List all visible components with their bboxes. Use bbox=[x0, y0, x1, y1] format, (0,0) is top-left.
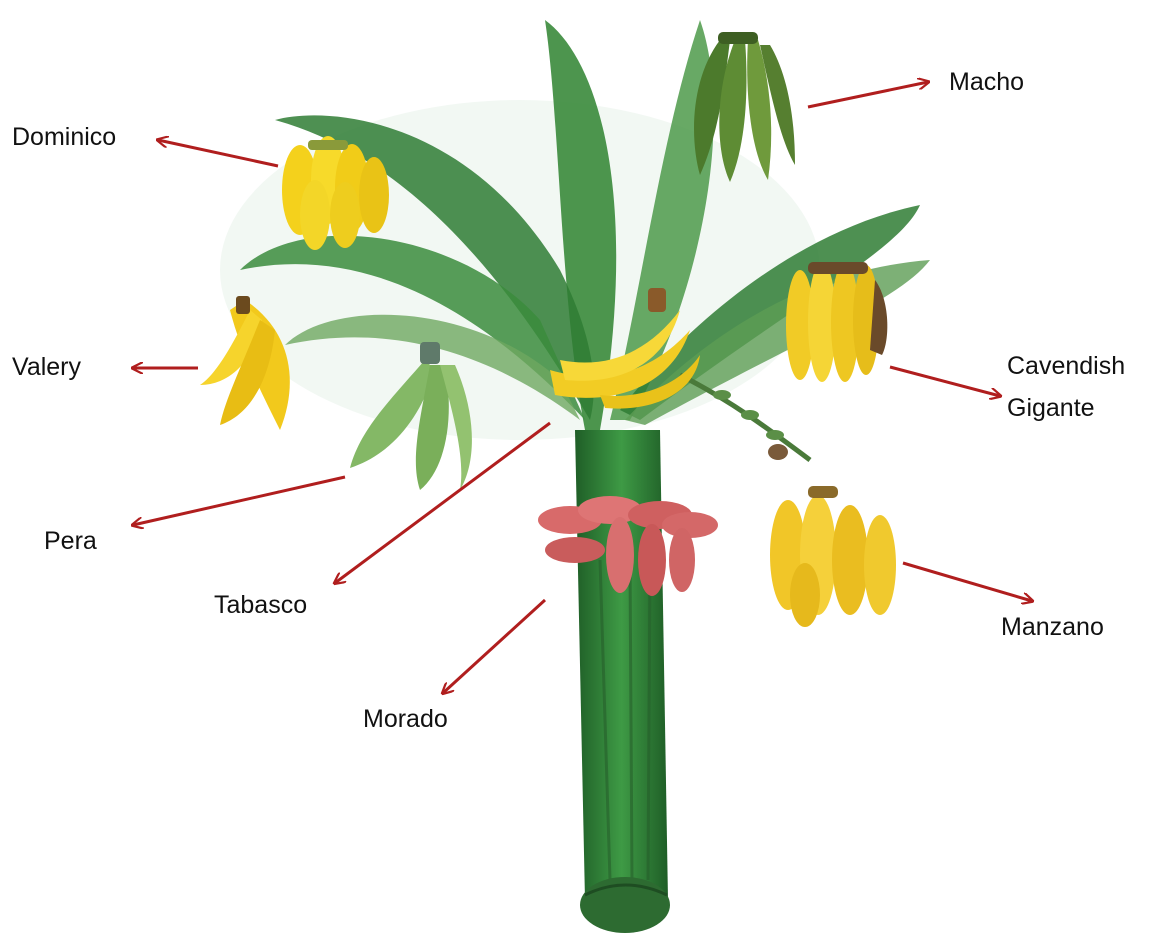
label-dominico: Dominico bbox=[12, 117, 116, 157]
label-morado: Morado bbox=[363, 699, 448, 739]
label-cavendish-line1: Cavendish bbox=[1007, 346, 1125, 386]
label-cavendish-line2: Gigante bbox=[1007, 388, 1095, 428]
arrow-macho bbox=[808, 82, 928, 107]
arrow-manzano bbox=[903, 563, 1032, 601]
manzano-bunch bbox=[770, 486, 896, 627]
arrow-cavendish bbox=[890, 367, 1000, 396]
label-macho: Macho bbox=[949, 62, 1024, 102]
label-tabasco: Tabasco bbox=[214, 585, 307, 625]
label-pera: Pera bbox=[44, 521, 97, 561]
label-valery: Valery bbox=[12, 347, 81, 387]
cavendish-bunch bbox=[786, 262, 887, 382]
arrow-pera bbox=[133, 477, 345, 525]
flower-stem bbox=[680, 375, 810, 460]
morado-bunch bbox=[538, 496, 718, 596]
label-manzano: Manzano bbox=[1001, 607, 1104, 647]
arrow-morado bbox=[443, 600, 545, 693]
arrow-dominico bbox=[158, 140, 278, 166]
